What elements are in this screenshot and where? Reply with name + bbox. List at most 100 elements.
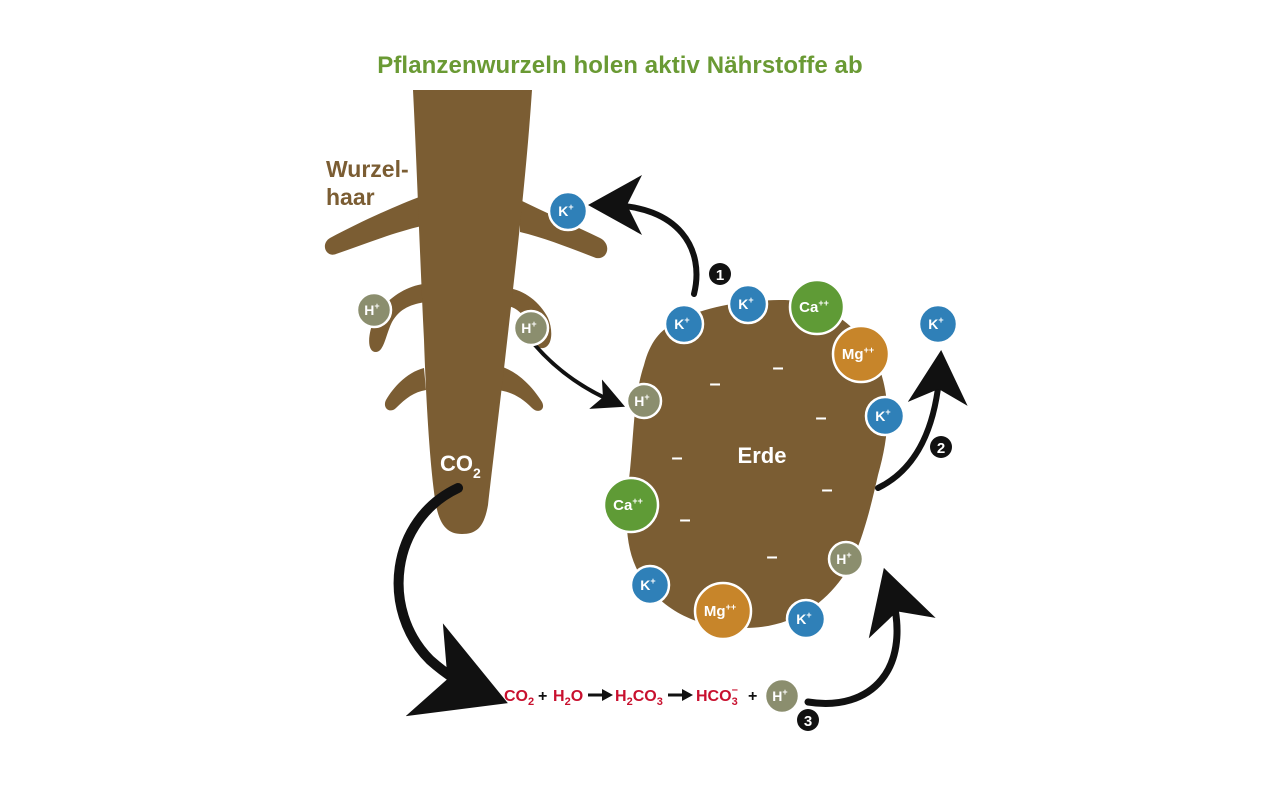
equation-h2co3: H2CO3 [615, 688, 663, 708]
negative-charge: – [815, 407, 826, 429]
eq-co2-base: CO [504, 688, 528, 705]
root-co2-base: CO [440, 451, 473, 476]
eq-h2co3-sub1: 2 [627, 696, 633, 708]
arrow-step-3 [804, 567, 936, 707]
ion-ca-soil: Ca++ [602, 476, 660, 534]
ion-h-root-right-label: H+ [521, 319, 536, 336]
root-main-body [413, 90, 532, 534]
ion-ca-soil: Ca++ [788, 278, 846, 336]
ion-h-root-left-circle [355, 291, 393, 329]
ion-charge: ++ [632, 496, 643, 506]
ion-symbol: H [772, 688, 782, 704]
ion-h-soil-circle [625, 382, 663, 420]
negative-charges: – – – – – – – [671, 357, 832, 568]
arrow-step-1 [588, 175, 700, 297]
soil-label: Erde [738, 443, 787, 468]
step-markers: 1 2 3 [709, 263, 952, 731]
ion-h-soil-label: H+ [634, 392, 649, 409]
ion-ca-soil-circle [788, 278, 846, 336]
ion-charge: + [938, 315, 943, 325]
ion-charge: + [531, 319, 536, 329]
ion-symbol: Mg [842, 346, 864, 363]
arrow-co2-curve [393, 483, 508, 717]
ion-k-released-circle [917, 303, 959, 345]
ion-symbol: K [640, 577, 650, 593]
ion-charge: + [846, 550, 851, 560]
eq-hco3-sup: – [732, 684, 738, 696]
step-marker-1-circle [709, 263, 731, 285]
diagram-title: Pflanzenwurzeln holen aktiv Nährstoffe a… [377, 52, 863, 79]
ion-symbol: K [875, 408, 885, 424]
ion-k-soil-label: K+ [674, 315, 689, 332]
ion-charge: + [650, 576, 655, 586]
ion-h-equation-circle [763, 677, 801, 715]
ion-k-soil-label: K+ [875, 407, 890, 424]
ion-k-soil-circle [663, 303, 705, 345]
eq-h2co3-a: H [615, 688, 627, 705]
ion-h-root-right: H+ [512, 309, 550, 347]
equation-arrows [588, 689, 693, 701]
arrow-h-to-soil [532, 342, 626, 409]
ion-symbol: K [738, 296, 748, 312]
eq-co2-sub: 2 [528, 696, 534, 708]
ion-mg-soil-circle [831, 324, 891, 384]
ion-symbol: K [674, 316, 684, 332]
negative-charge: – [679, 509, 690, 531]
ion-symbol: K [928, 316, 938, 332]
equation-plus-2: + [748, 688, 757, 705]
ion-h-soil-label: H+ [836, 550, 851, 567]
ion-charge: + [374, 301, 379, 311]
ion-k-soil-label: K+ [640, 576, 655, 593]
eq-h2co3-b: CO [633, 688, 657, 705]
step-marker-1: 1 [716, 267, 724, 284]
ion-k-soil-circle [785, 598, 827, 640]
root-hair-lower-left [384, 368, 426, 411]
arrows [393, 175, 968, 717]
ion-h-equation-label: H+ [772, 687, 787, 704]
ion-charge: ++ [864, 345, 875, 355]
negative-charge: – [709, 373, 720, 395]
ion-symbol: H [836, 551, 846, 567]
ion-symbol: K [558, 203, 568, 219]
ion-charge: + [806, 610, 811, 620]
negative-charge: – [772, 357, 783, 379]
equation-h2o: H2O [553, 688, 583, 708]
ion-symbol: H [634, 393, 644, 409]
equation-arrow-head [682, 689, 693, 701]
ion-k-released-label: K+ [928, 315, 943, 332]
soil-particle [626, 300, 888, 629]
ion-charge: + [568, 202, 573, 212]
ion-k-soil-label: K+ [796, 610, 811, 627]
eq-h2co3-sub2: 3 [657, 696, 663, 708]
ion-mg-soil-circle [693, 581, 753, 641]
ion-h-root-left: H+ [355, 291, 393, 329]
ion-k-soil: K+ [727, 283, 769, 325]
step-marker-3-circle [797, 709, 819, 731]
step-marker-3: 3 [804, 713, 812, 730]
ion-symbol: H [364, 302, 374, 318]
ion-symbol: K [796, 611, 806, 627]
ion-k-soil: K+ [785, 598, 827, 640]
ion-h-root-left-label: H+ [364, 301, 379, 318]
ion-k-released: K+ [917, 303, 959, 345]
root-hair-middle-left [369, 284, 426, 352]
ion-symbol: Ca [799, 299, 819, 316]
negative-charge: – [766, 546, 777, 568]
ion-k-root-hair-circle [547, 190, 589, 232]
root-hair-label-line2: haar [326, 184, 375, 210]
ion-h-soil: H+ [625, 382, 663, 420]
eq-h2o-b: O [571, 688, 583, 705]
ion-h-soil: H+ [827, 540, 865, 578]
ion-charge: + [684, 315, 689, 325]
ion-symbol: H [521, 320, 531, 336]
ion-mg-soil-label: Mg++ [704, 602, 736, 620]
step-marker-2: 2 [937, 440, 945, 457]
ion-charge: + [644, 392, 649, 402]
ion-k-soil: K+ [864, 395, 906, 437]
root-hair-label-line1: Wurzel- [326, 156, 409, 182]
ion-ca-soil-label: Ca++ [799, 298, 829, 316]
ion-h-soil-circle [827, 540, 865, 578]
ion-k-root-hair: K+ [547, 190, 589, 232]
